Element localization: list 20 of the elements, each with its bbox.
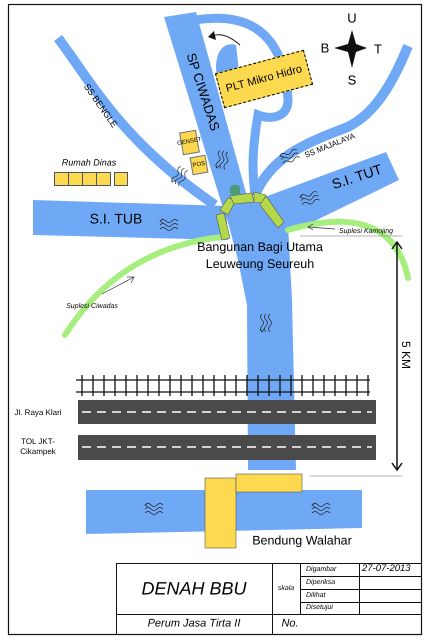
house-block (96, 172, 111, 186)
drawing-number: No. (281, 618, 299, 630)
compass-letter: B (320, 39, 330, 58)
area-label: Rumah Dinas (62, 156, 116, 170)
channel-name: S.I. TUB (90, 210, 142, 228)
house-block (82, 172, 97, 186)
structure-label: Bendung Walahar (252, 532, 352, 550)
house-block (54, 172, 69, 186)
channel-name: S.I. TUT (329, 160, 385, 194)
dimension-label: 5 KM (398, 341, 414, 369)
road-name: Jl. Raya Klari (14, 407, 62, 419)
compass-letter: S (348, 71, 356, 90)
road-name: TOL JKT-Cikampek (19, 437, 57, 457)
compass-letter: U (347, 9, 357, 28)
house-block (68, 172, 83, 186)
house-block (114, 172, 128, 186)
drawing-title: DENAH BBU (141, 578, 247, 600)
table-cell-text: 27-07-2013 (362, 562, 411, 576)
compass-letter: T (374, 40, 382, 58)
organization-name: Perum Jasa Tirta II (148, 618, 240, 630)
